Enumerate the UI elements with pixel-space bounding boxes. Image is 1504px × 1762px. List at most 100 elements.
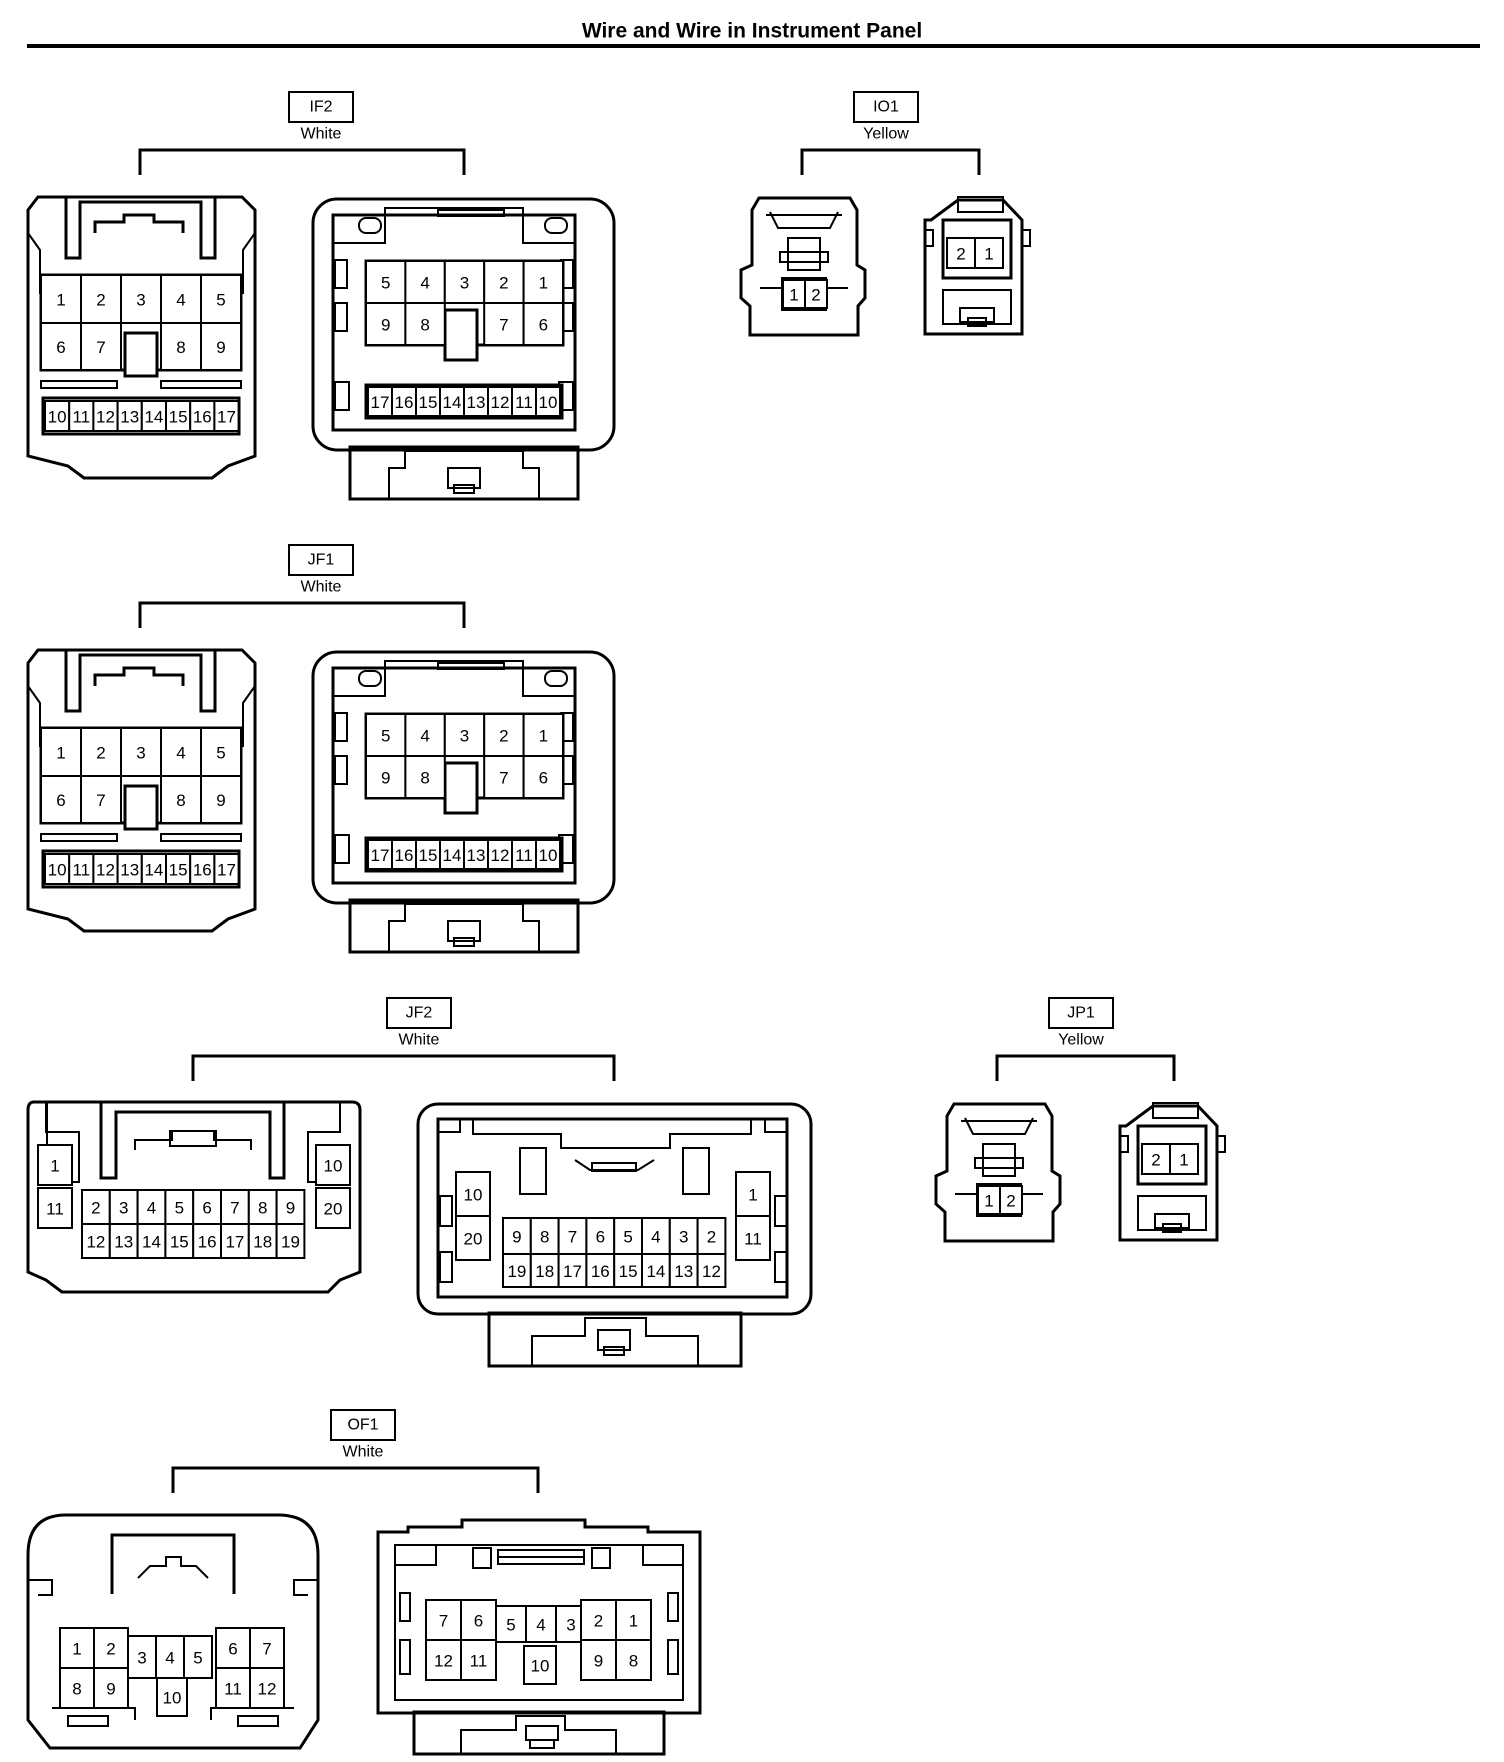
pin-cavity — [455, 1171, 491, 1217]
pin-number: 2 — [96, 744, 105, 763]
pin-number: 17 — [371, 393, 390, 412]
pin-cavity — [108, 1189, 139, 1225]
pin-number: 19 — [507, 1262, 526, 1281]
pin-cavity — [999, 1185, 1023, 1215]
pin-cavity — [275, 1189, 306, 1225]
pin-cavity — [415, 839, 441, 870]
pin-number: 13 — [467, 846, 486, 865]
pin-number: 2 — [499, 274, 508, 293]
connector-color: Yellow — [863, 126, 909, 143]
connector-code: JF1 — [308, 552, 335, 569]
pin-number: 2 — [707, 1228, 716, 1247]
pin-number: 6 — [56, 791, 65, 810]
pin-number: 11 — [224, 1680, 242, 1699]
pin-number: 16 — [591, 1262, 610, 1281]
pin-number: 12 — [86, 1233, 105, 1252]
pin-cavity — [391, 386, 417, 417]
pin-number: 2 — [956, 245, 965, 264]
pin-number: 16 — [395, 393, 414, 412]
pin-number: 20 — [324, 1200, 343, 1219]
pin-number: 9 — [594, 1652, 603, 1671]
pairing-bracket — [800, 148, 981, 175]
pin-number: 6 — [539, 316, 548, 335]
pin-cavity — [80, 322, 122, 371]
pin-cavity — [80, 775, 122, 824]
pin-number: 6 — [539, 769, 548, 788]
pin-cavity — [535, 839, 561, 870]
pin-number: 5 — [216, 744, 225, 763]
pin-number: 7 — [96, 791, 105, 810]
page-title: Wire and Wire in Instrument Panel — [582, 20, 922, 43]
pairing-bracket — [171, 1466, 540, 1493]
pin-number: 11 — [515, 846, 533, 865]
pin-number: 13 — [120, 408, 139, 427]
pin-cavity — [455, 1215, 491, 1261]
pin-number: 11 — [72, 408, 90, 427]
pin-cavity — [365, 755, 407, 799]
pin-number: 2 — [91, 1199, 100, 1218]
pin-number: 1 — [984, 1192, 993, 1211]
pin-cavity — [220, 1223, 250, 1259]
pin-cavity — [192, 1223, 222, 1259]
pin-cavity — [615, 1599, 652, 1641]
pin-cavity — [315, 1144, 351, 1186]
pin-number: 8 — [420, 769, 429, 788]
pin-cavity — [156, 1677, 188, 1717]
pin-cavity — [365, 260, 407, 304]
pin-number: 17 — [563, 1262, 582, 1281]
pin-number: 12 — [702, 1262, 721, 1281]
pin-cavity — [220, 1189, 250, 1225]
pin-number: 15 — [169, 861, 188, 880]
pin-cavity — [735, 1215, 771, 1261]
pin-number: 2 — [594, 1612, 603, 1631]
pin-number: 11 — [46, 1200, 64, 1219]
pin-cavity — [92, 853, 119, 885]
pin-cavity — [120, 274, 162, 324]
connector-color: White — [399, 1032, 440, 1049]
pin-cavity — [315, 1187, 351, 1229]
pin-number: 5 — [506, 1616, 515, 1635]
pin-cavity — [696, 1253, 727, 1288]
connector-code: JP1 — [1067, 1005, 1095, 1022]
pin-number: 3 — [460, 274, 469, 293]
pin-cavity — [391, 839, 417, 870]
pin-number: 6 — [56, 338, 65, 357]
pairing-bracket — [138, 601, 466, 628]
pin-cavity — [487, 839, 513, 870]
pin-number: 2 — [106, 1640, 115, 1659]
pin-number: 8 — [629, 1652, 638, 1671]
pin-cavity — [946, 237, 976, 269]
pin-number: 9 — [286, 1199, 295, 1218]
pin-number: 9 — [381, 769, 390, 788]
pin-number: 13 — [114, 1233, 133, 1252]
pin-number: 1 — [539, 727, 548, 746]
pin-number: 14 — [142, 1233, 161, 1252]
pin-number: 12 — [96, 861, 115, 880]
pin-number: 10 — [48, 861, 67, 880]
pin-number: 11 — [744, 1230, 762, 1249]
pin-cavity — [974, 237, 1004, 269]
pin-number: 11 — [515, 393, 533, 412]
pin-cavity — [511, 386, 537, 417]
pin-number: 4 — [536, 1616, 545, 1635]
pin-cavity — [189, 853, 216, 885]
pin-cavity — [668, 1217, 699, 1255]
pin-number: 14 — [144, 861, 163, 880]
pin-number: 1 — [56, 744, 65, 763]
pin-number: 7 — [262, 1640, 271, 1659]
pin-cavity — [275, 1223, 306, 1259]
pin-number: 4 — [651, 1228, 660, 1247]
